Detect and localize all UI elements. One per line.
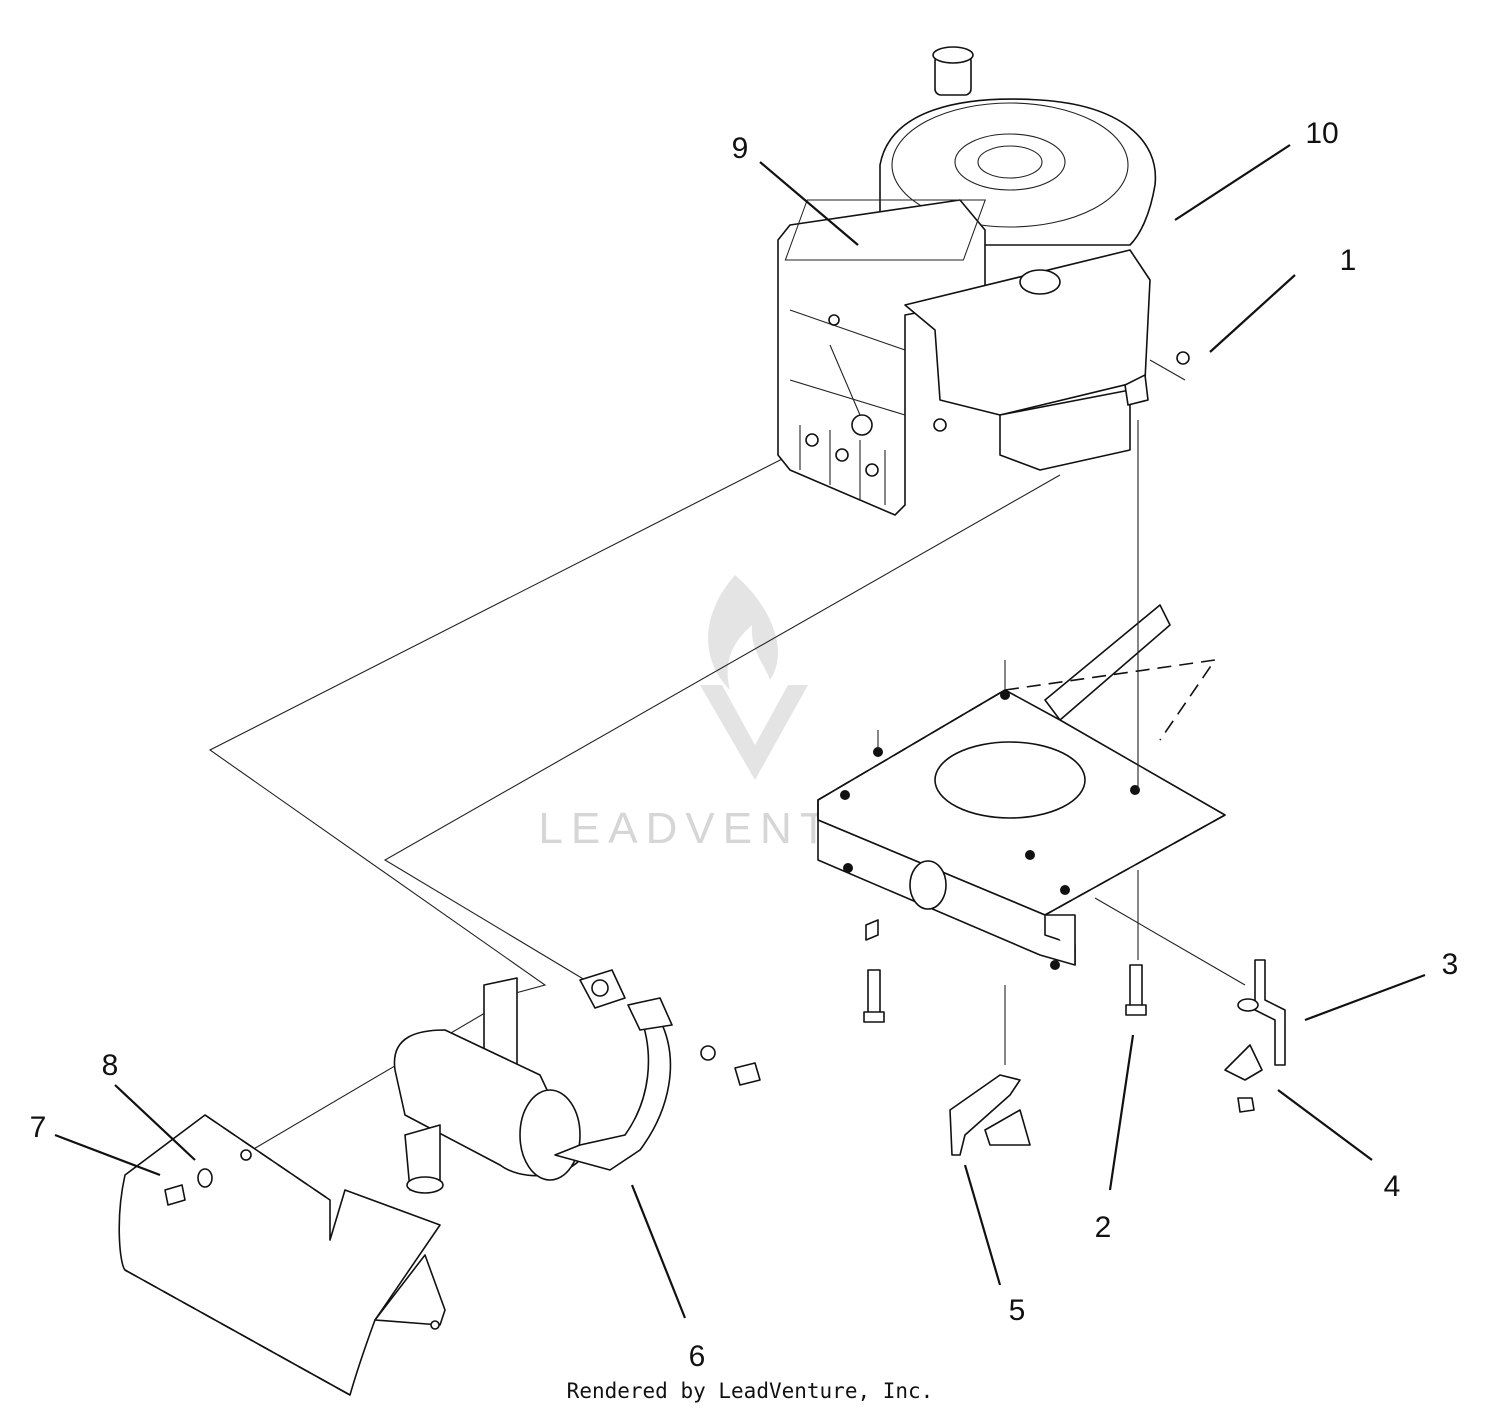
- clip-4: [1224, 1044, 1263, 1081]
- muffler-bolt: [734, 1062, 761, 1086]
- plate-side-hole: [909, 860, 947, 910]
- callout-7: 7: [30, 1111, 47, 1144]
- leader-lines: [54, 144, 1426, 1319]
- callout-4: 4: [1384, 1170, 1401, 1203]
- engine: [777, 46, 1190, 516]
- callout-10: 10: [1305, 117, 1338, 150]
- nut-4: [1237, 1097, 1255, 1113]
- footer-credit: Rendered by LeadVenture, Inc.: [567, 1379, 934, 1403]
- screw-7: [164, 1184, 186, 1206]
- fuel-tank: [904, 249, 1151, 416]
- callout-8: 8: [102, 1049, 119, 1082]
- clip-3: [1254, 959, 1286, 1066]
- heat-shield: [118, 1114, 446, 1396]
- fuel-cap: [1019, 269, 1061, 295]
- callout-1: 1: [1340, 244, 1357, 277]
- washer-8: [197, 1168, 213, 1188]
- bolt-left: [867, 969, 881, 1016]
- plate-opening: [934, 741, 1086, 819]
- engine-mount-plate: [817, 420, 1246, 1065]
- bolt-2: [1129, 964, 1143, 1011]
- callouts: 1 2 3 4 5 6 7 8 9 10: [30, 117, 1459, 1373]
- clip-5: [949, 1074, 1021, 1156]
- callout-2: 2: [1095, 1211, 1112, 1244]
- callout-6: 6: [689, 1340, 706, 1373]
- nut: [865, 919, 879, 941]
- hardware: [863, 919, 1286, 1156]
- callout-9: 9: [732, 132, 749, 165]
- callout-3: 3: [1442, 948, 1459, 981]
- bolt-1: [1176, 351, 1190, 365]
- muffler-assembly: [393, 969, 761, 1194]
- callout-5: 5: [1009, 1294, 1026, 1327]
